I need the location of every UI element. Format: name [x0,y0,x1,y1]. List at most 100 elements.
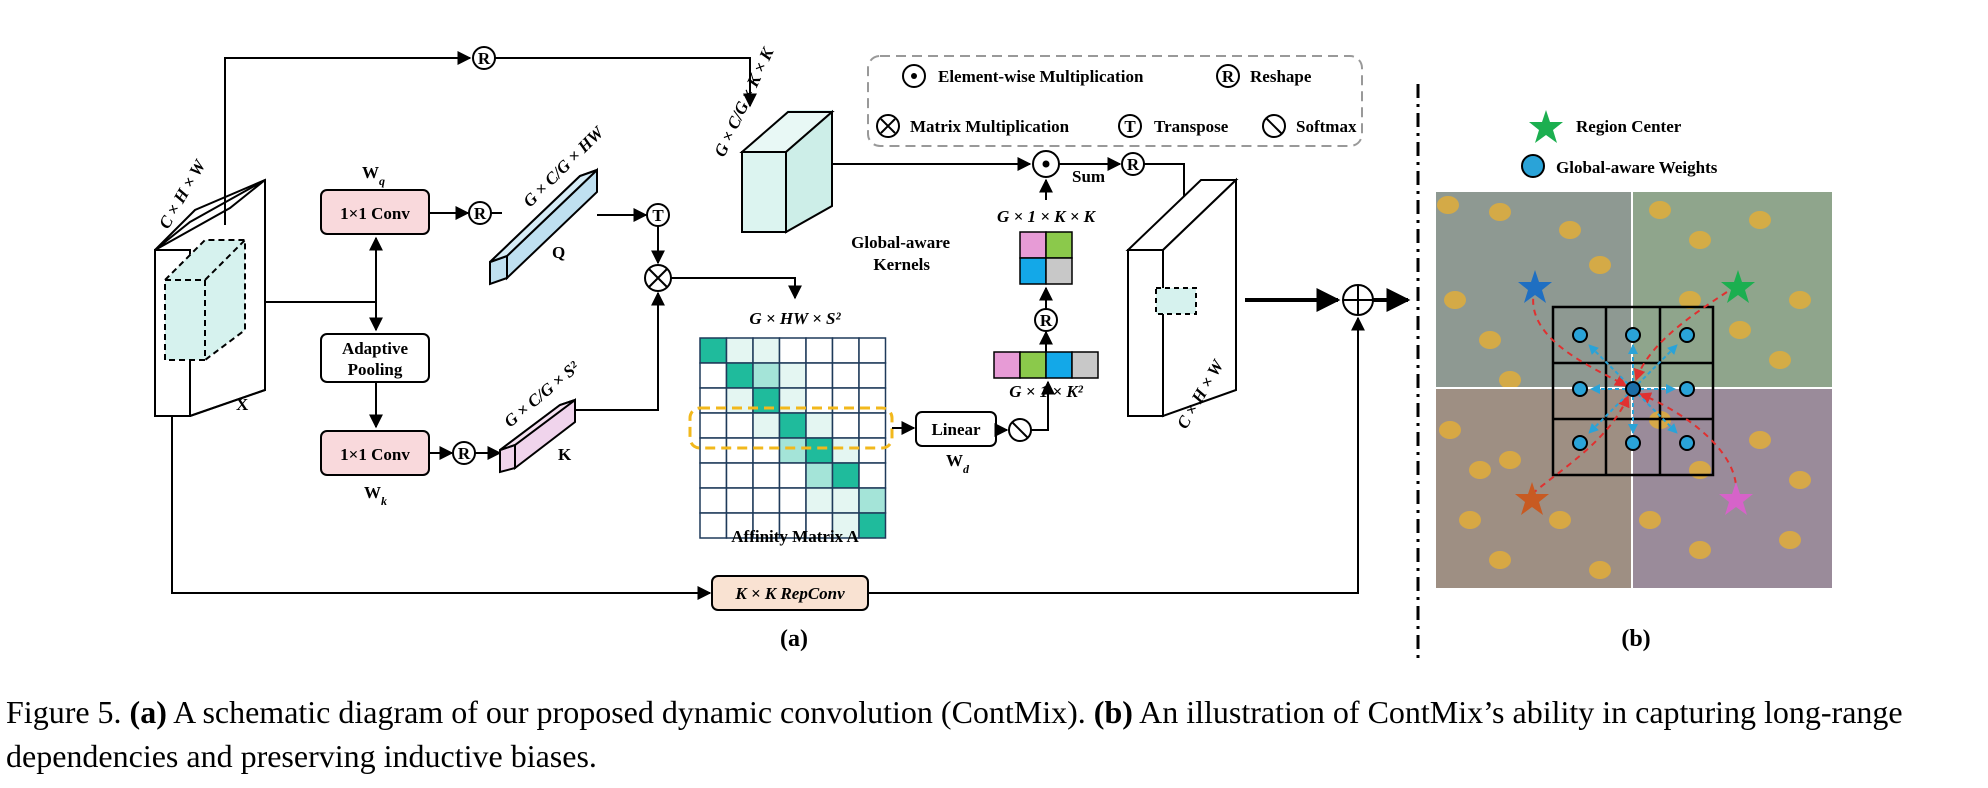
affinity-cell [831,462,860,489]
scene-object [1589,256,1611,274]
affinity-cell [858,512,887,539]
affinity-cell [778,487,807,514]
svg-text:K × K RepConv: K × K RepConv [734,584,845,603]
q-label: Q [552,243,565,262]
arrow-matmul-to-affinity [671,277,802,300]
affinity-cell [778,362,807,389]
scene-object [1679,291,1701,309]
adaptive-pooling-box: Adaptive Pooling [320,333,430,383]
scene-object [1749,431,1771,449]
panel-b: Region Center Global-aware Weights [1436,110,1832,652]
kernel-vector [993,351,1099,379]
scene-object [1639,511,1661,529]
reshape-op-kernel: R [1034,308,1058,332]
affinity-cell [858,362,887,389]
reshape-op-out: R [1121,152,1145,176]
affinity-cell [778,462,807,489]
scene-object [1479,331,1501,349]
scene-object [1459,511,1481,529]
affinity-cell [752,362,781,389]
q-tensor [489,167,598,286]
scene-object [1689,461,1711,479]
scene-object [1549,511,1571,529]
legend-star-icon [1529,110,1563,143]
region-center-star-green [1721,270,1755,303]
svg-text:R: R [1040,311,1053,330]
input-x-label: X [236,395,249,414]
scene-object [1469,461,1491,479]
caption-a-tag: (a) [129,694,167,730]
conv-k-box: 1×1 Conv [320,430,430,476]
wd-label: Wd [946,451,970,476]
gk2-dims-label: G × 1 × K² [1009,382,1083,401]
arrow-x-to-repconv [171,416,712,600]
scene-object [1589,561,1611,579]
affinity-cell [699,512,728,539]
legend-global-weights: Global-aware Weights [1556,158,1718,177]
affinity-cell [699,462,728,489]
linear-box: Linear [915,411,997,447]
affinity-cell [725,412,754,439]
scene-object [1499,451,1521,469]
affinity-cell [699,437,728,464]
legend-transpose: Transpose [1154,117,1229,136]
affinity-cell [831,412,860,439]
caption-a-text: A schematic diagram of our proposed dyna… [166,694,1094,730]
legend-region-center: Region Center [1576,117,1682,136]
affinity-cell [831,362,860,389]
scene-object [1499,371,1521,389]
scene-object [1779,531,1801,549]
affinity-cell [725,487,754,514]
caption-b-text: An illustration of ContMix’s ability in … [6,694,1903,774]
affinity-cell [699,337,728,364]
svg-text:Linear: Linear [931,420,981,439]
panel-a-label: (a) [780,626,808,652]
legend-matmul: Matrix Multiplication [910,117,1070,136]
scene-object [1559,221,1581,239]
svg-text:Adaptive: Adaptive [342,339,409,358]
weight-dots [1572,327,1695,451]
scene-image [1436,192,1832,588]
affinity-cell [858,437,887,464]
affinity-cell [725,437,754,464]
affinity-cell [805,462,834,489]
panel-a: C × H × W X R Wq 1×1 Conv R [154,43,1411,652]
affinity-label: Affinity Matrix A [731,527,859,546]
svg-text:1×1 Conv: 1×1 Conv [340,204,410,223]
k-tensor [499,398,576,474]
affinity-cell [752,487,781,514]
scene-object [1789,471,1811,489]
scene-object [1489,551,1511,569]
arrow-x-to-reshape-top [224,51,472,225]
svg-text:Pooling: Pooling [348,360,403,379]
panel-b-label: (b) [1621,626,1650,652]
gkk-dims-label: G × 1 × K × K [997,207,1097,226]
legend-elementwise: Element-wise Multiplication [938,67,1144,86]
scene-object [1437,196,1459,214]
arrow-repconv-to-add [868,316,1365,594]
scene-object [1689,231,1711,249]
svg-text:T: T [1124,117,1136,136]
affinity-cell [831,437,860,464]
svg-text:T: T [652,206,664,225]
svg-text:R: R [1222,67,1235,86]
region-center-star-orange [1515,482,1549,515]
caption-b-tag: (b) [1093,694,1133,730]
reshape-op-q: R [468,201,492,225]
affinity-cell [752,412,781,439]
affinity-cell [725,362,754,389]
region-center-star-pink [1719,482,1753,515]
v-tensor [739,109,835,234]
elementwise-op [1032,150,1060,178]
affinity-cell [699,362,728,389]
affinity-cell [805,362,834,389]
affinity-cell [778,412,807,439]
affinity-cell [778,337,807,364]
conv-q-box: 1×1 Conv [320,189,430,235]
svg-text:R: R [1127,155,1140,174]
sum-label: Sum [1072,167,1105,186]
affinity-cell [831,487,860,514]
reshape-op-top: R [472,46,496,70]
scene-object [1489,203,1511,221]
affinity-highlight-row [688,406,894,450]
